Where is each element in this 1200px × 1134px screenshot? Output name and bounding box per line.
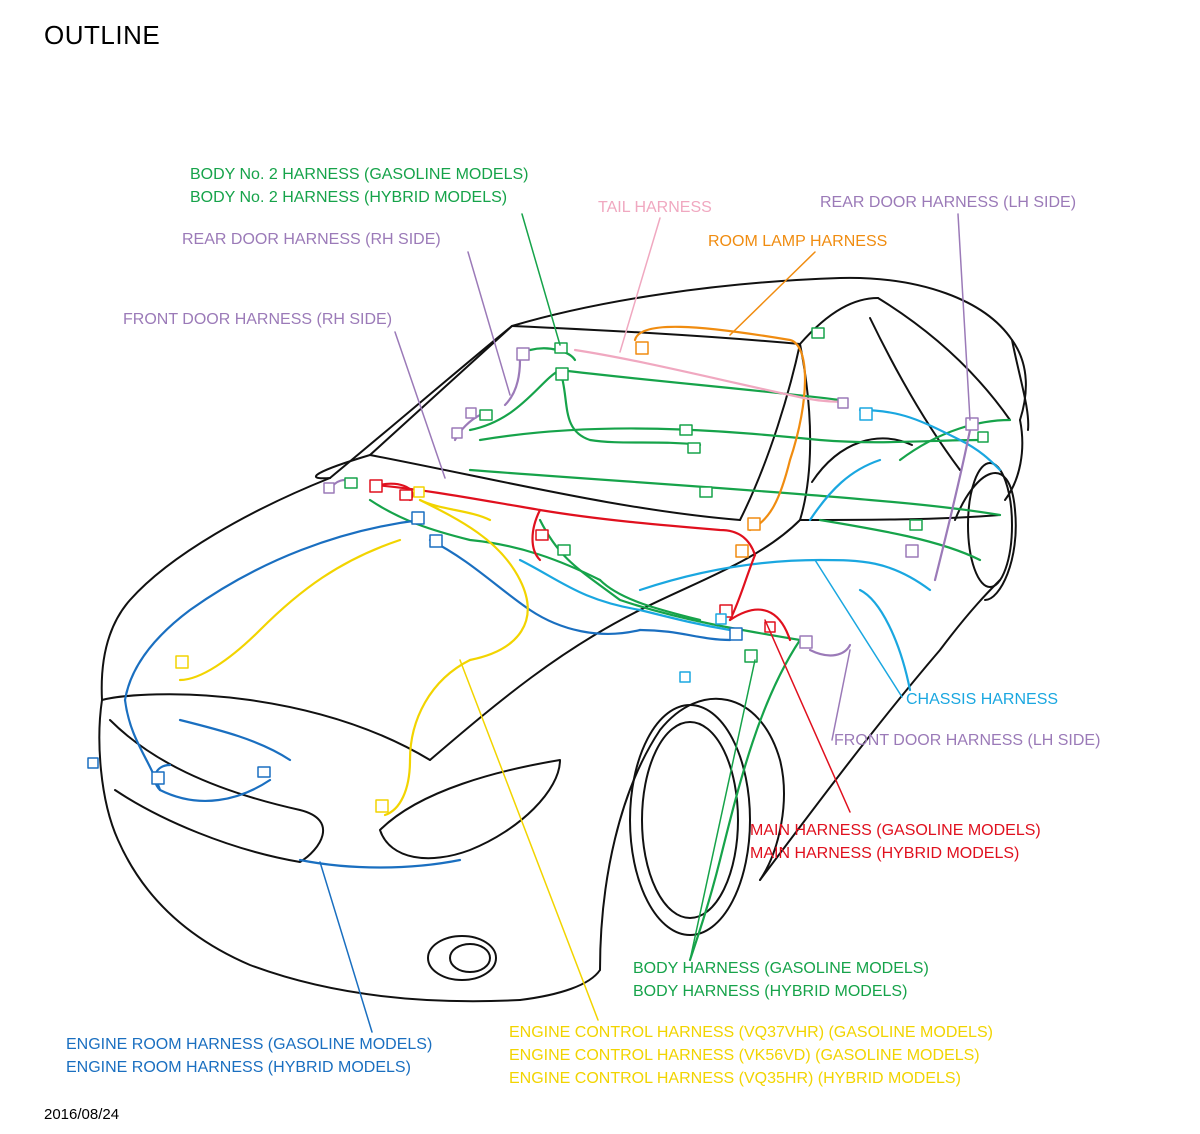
body-harness-wires [368,347,1012,962]
label-chassis-harness: CHASSIS HARNESS [906,691,1059,708]
room-lamp-harness-wires [633,325,807,532]
label-front-door-lh: FRONT DOOR HARNESS (LH SIDE) [834,732,1101,749]
label-body-no2-gasoline: BODY No. 2 HARNESS (GASOLINE MODELS) [190,166,529,183]
label-engine-control-harness: ENGINE CONTROL HARNESS (VQ37VHR) (GASOLI… [509,1021,993,1090]
label-body-harness: BODY HARNESS (GASOLINE MODELS) BODY HARN… [633,957,929,1003]
label-body-no2-harness: BODY No. 2 HARNESS (GASOLINE MODELS) BOD… [190,163,528,209]
label-rear-door-rh: REAR DOOR HARNESS (RH SIDE) [182,231,441,248]
chassis-harness-wires [518,408,1002,692]
label-main-gasoline: MAIN HARNESS (GASOLINE MODELS) [750,822,1041,839]
label-engine-control-vq35hr: ENGINE CONTROL HARNESS (VQ35HR) (HYBRID … [509,1070,961,1087]
label-engine-room-gasoline: ENGINE ROOM HARNESS (GASOLINE MODELS) [66,1036,433,1053]
tail-harness-wires [573,348,847,404]
label-engine-room-hybrid: ENGINE ROOM HARNESS (HYBRID MODELS) [66,1059,411,1076]
label-room-lamp-harness: ROOM LAMP HARNESS [708,233,888,250]
label-engine-control-vq37vhr: ENGINE CONTROL HARNESS (VQ37VHR) (GASOLI… [509,1024,993,1041]
leader-lines [319,213,971,1033]
footer-date: 2016/08/24 [44,1106,120,1123]
label-body-hybrid: BODY HARNESS (HYBRID MODELS) [633,983,908,1000]
label-main-hybrid: MAIN HARNESS (HYBRID MODELS) [750,845,1020,862]
label-tail-harness: TAIL HARNESS [598,199,712,216]
page-title: OUTLINE [44,20,161,50]
main-harness-wires [373,482,792,642]
label-front-door-rh: FRONT DOOR HARNESS (RH SIDE) [123,311,393,328]
connectors [87,327,989,813]
engine-room-harness-wires [123,518,732,869]
label-body-gasoline: BODY HARNESS (GASOLINE MODELS) [633,960,929,977]
label-engine-room-harness: ENGINE ROOM HARNESS (GASOLINE MODELS) EN… [66,1033,432,1079]
label-rear-door-lh: REAR DOOR HARNESS (LH SIDE) [820,194,1077,211]
label-body-no2-hybrid: BODY No. 2 HARNESS (HYBRID MODELS) [190,189,508,206]
engine-control-harness-wires [178,498,529,817]
label-main-harness: MAIN HARNESS (GASOLINE MODELS) MAIN HARN… [750,819,1041,865]
label-engine-control-vk56vd: ENGINE CONTROL HARNESS (VK56VD) (GASOLIN… [509,1047,980,1064]
